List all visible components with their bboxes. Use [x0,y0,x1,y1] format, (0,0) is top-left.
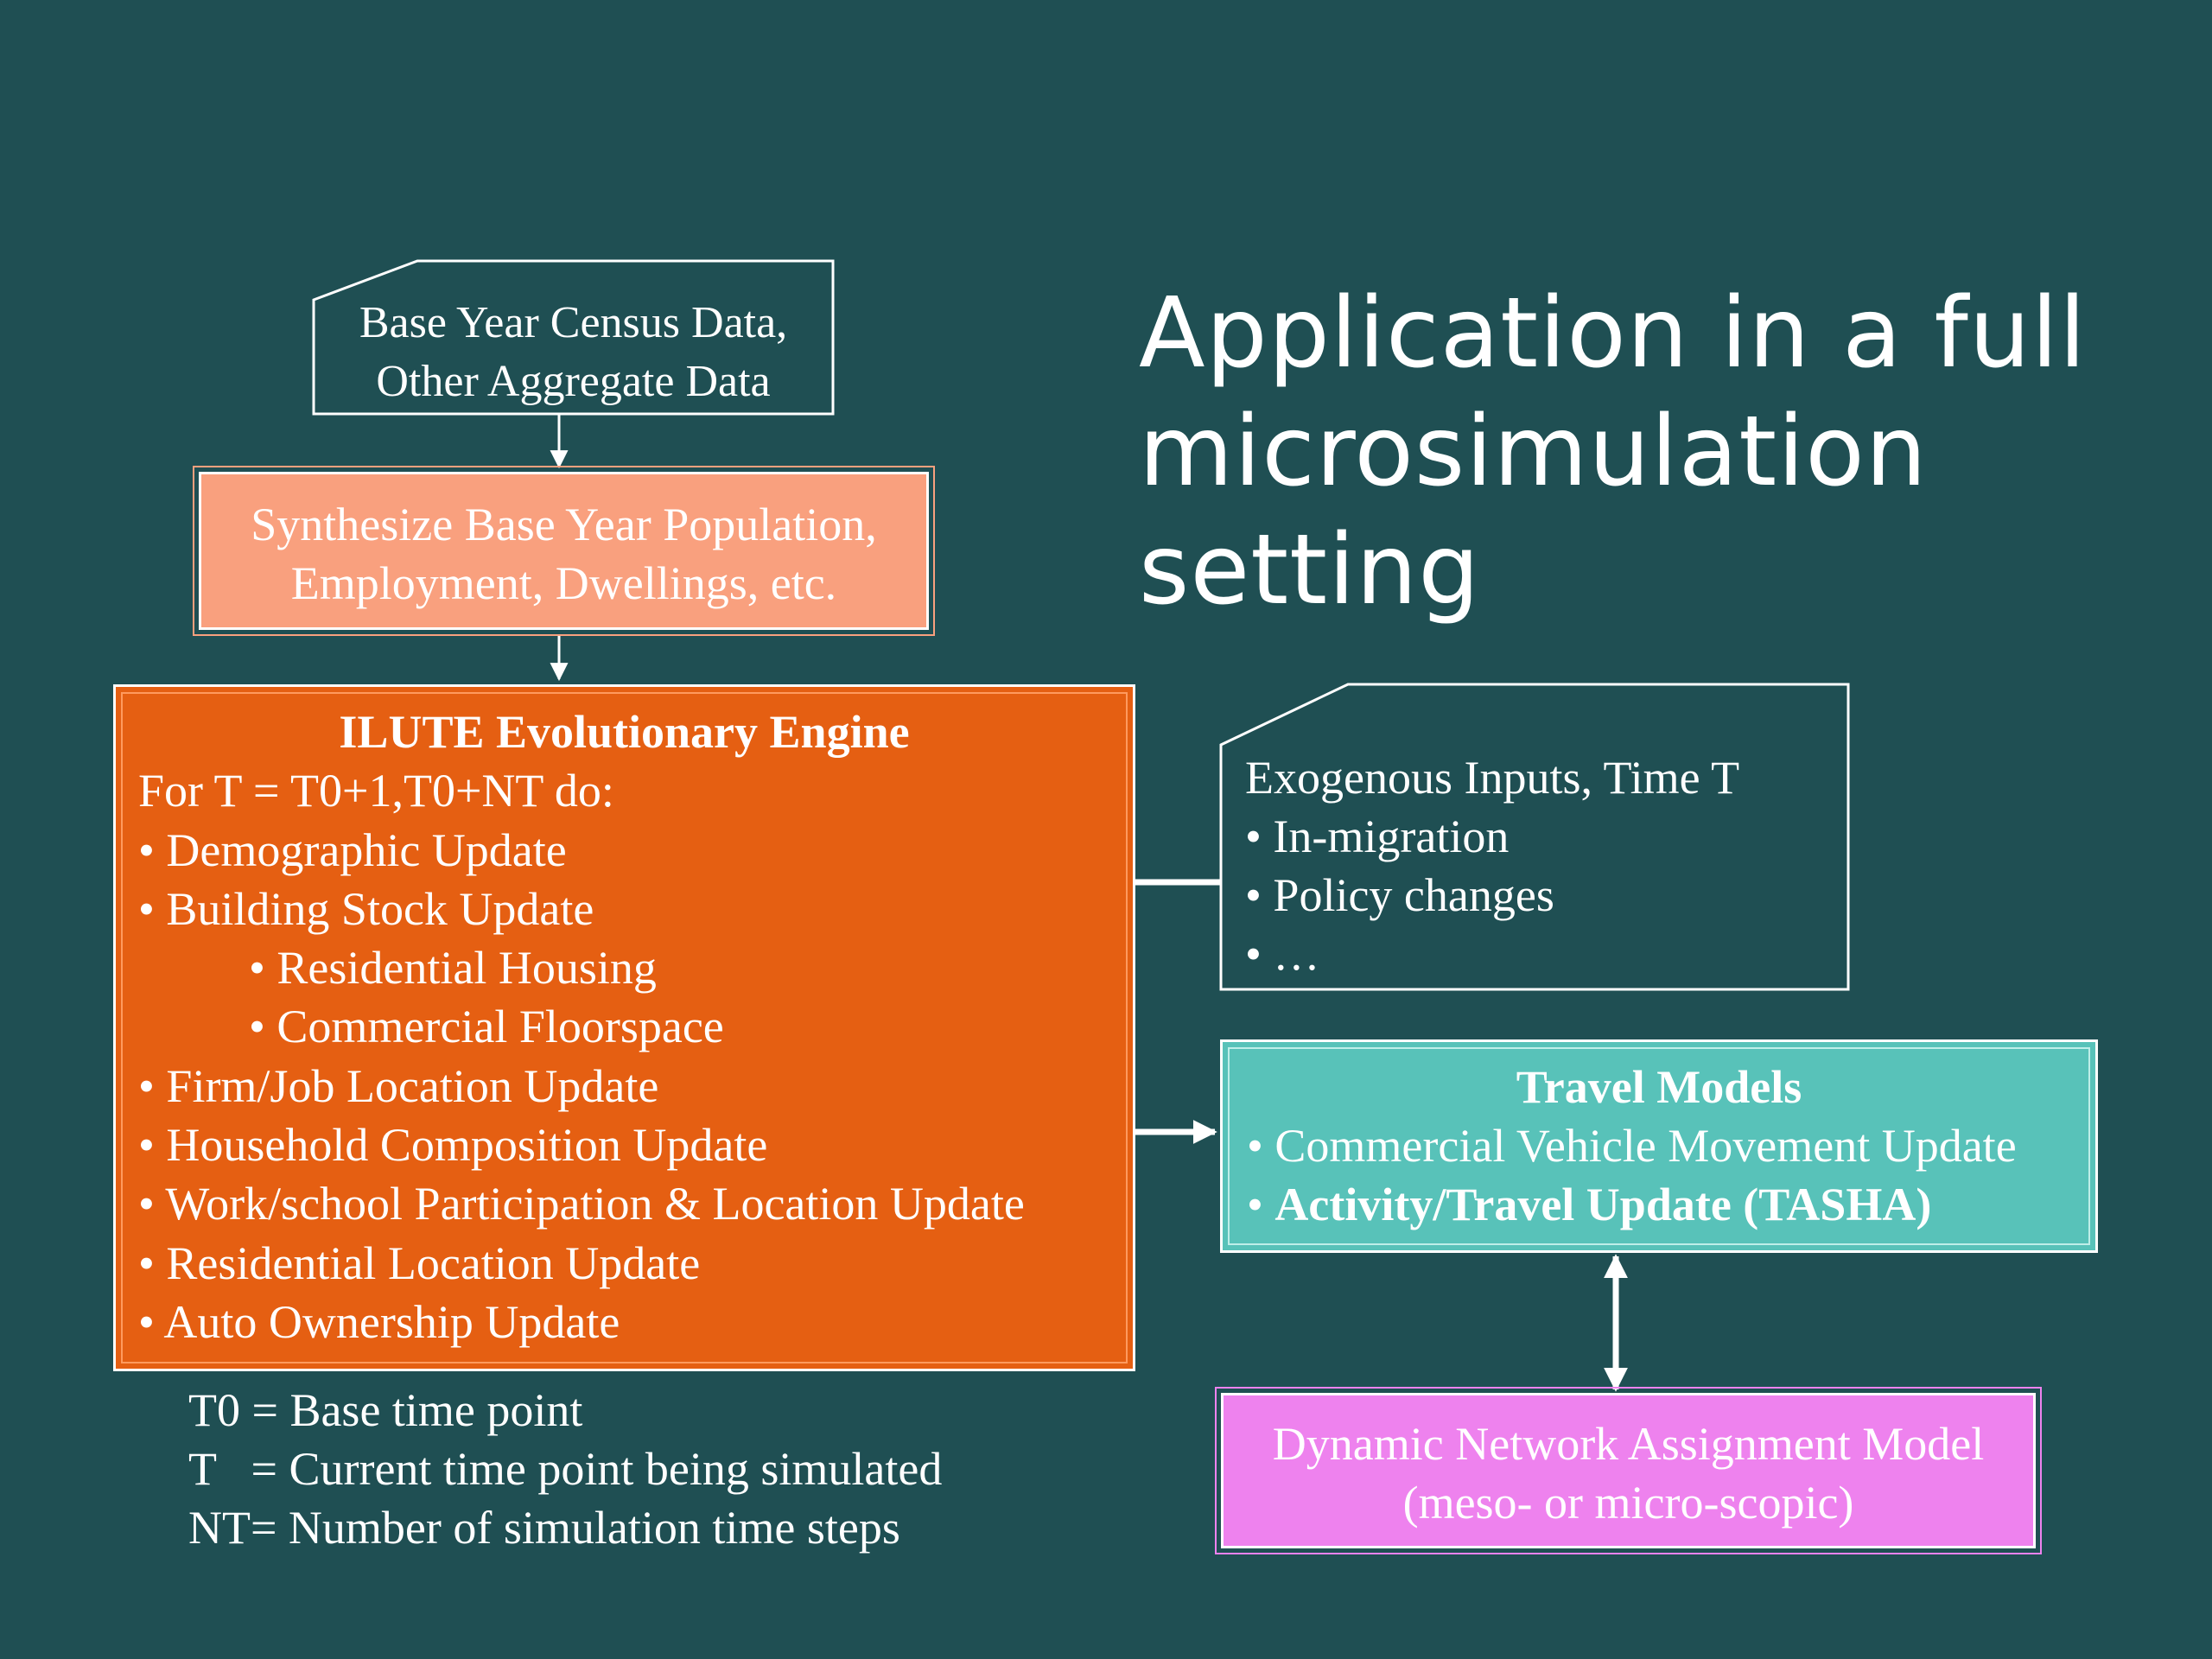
ilute-engine-box: ILUTE Evolutionary Engine For T = T0+1,T… [113,684,1135,1371]
census-card-outline [312,259,835,416]
travel-item-activity-label: Activity/Travel Update (TASHA) [1274,1179,1932,1230]
slide-title-line-3: setting [1139,514,1481,626]
dynamic-network-assignment-box: Dynamic Network Assignment Model (meso- … [1215,1387,2042,1554]
travel-models-title: Travel Models [1516,1061,1802,1113]
dna-line-2: (meso- or micro-scopic) [1402,1477,1854,1529]
time-legend: T0 = Base time point T = Current time po… [188,1381,1052,1557]
legend-nt: NT= Number of simulation time steps [188,1502,900,1554]
exogenous-item-policy: • Policy changes [1245,869,1554,921]
engine-subitem-residential-housing: • Residential Housing [249,942,657,995]
engine-item-work-school: • Work/school Participation & Location U… [138,1178,1025,1230]
synthesize-population-box: Synthesize Base Year Population, Employm… [193,466,935,636]
exogenous-inputs-box: Exogenous Inputs, Time T • In-migration … [1221,684,1852,989]
travel-item-commercial-vehicle: • Commercial Vehicle Movement Update [1247,1120,2017,1172]
travel-item-activity: • Activity/Travel Update (TASHA) [1247,1175,2095,1234]
dna-line-1: Dynamic Network Assignment Model [1272,1418,1985,1470]
exogenous-item-in-migration: • In-migration [1245,810,1510,862]
slide-title-line-2: microsimulation [1139,396,1928,508]
exogenous-title: Exogenous Inputs, Time T [1245,752,1740,804]
engine-title: ILUTE Evolutionary Engine [339,706,910,758]
census-data-line-1: Base Year Census Data, [359,298,788,347]
engine-item-residential-location: • Residential Location Update [138,1236,701,1289]
engine-item-building-stock: • Building Stock Update [138,882,594,935]
exogenous-card-outline [1219,683,1850,991]
engine-subitem-commercial-floorspace: • Commercial Floorspace [249,1001,724,1053]
legend-t0: T0 = Base time point [188,1384,583,1436]
slide-title-line-1: Application in a full [1139,277,2087,390]
engine-item-demographic: • Demographic Update [138,823,567,876]
engine-item-household: • Household Composition Update [138,1119,768,1172]
engine-item-auto-ownership: • Auto Ownership Update [138,1295,620,1348]
census-data-line-2: Other Aggregate Data [376,357,771,406]
synthesize-line-2: Employment, Dwellings, etc. [290,557,837,609]
engine-item-firm-job: • Firm/Job Location Update [138,1059,659,1112]
synthesize-line-1: Synthesize Base Year Population, [251,499,877,550]
exogenous-item-ellipsis: • … [1245,928,1320,980]
travel-item-activity-bullet: • [1247,1179,1275,1230]
census-data-box: Base Year Census Data, Other Aggregate D… [314,261,833,414]
legend-t: T = Current time point being simulated [188,1443,943,1495]
engine-loop-line: For T = T0+1,T0+NT do: [138,765,614,817]
travel-models-box: Travel Models • Commercial Vehicle Movem… [1220,1039,2098,1253]
slide-title: Application in a full microsimulation se… [1139,275,2176,630]
